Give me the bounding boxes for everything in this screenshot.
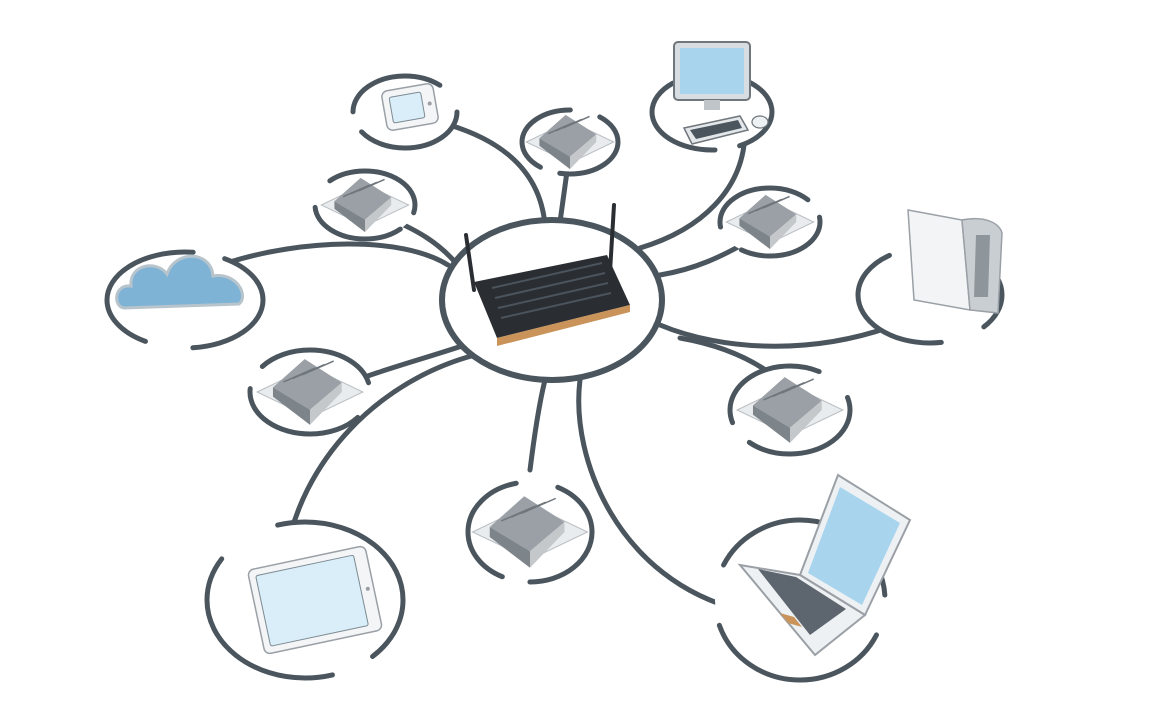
- link-cloud: [227, 241, 451, 268]
- printer-front: [739, 218, 770, 250]
- printer-front: [489, 527, 530, 568]
- printer-front: [334, 201, 365, 233]
- printer-top: [539, 114, 597, 157]
- antenna-right: [608, 203, 616, 274]
- router-icon: [464, 203, 630, 346]
- desktop-computer-icon: [673, 41, 769, 145]
- tablet-body: [381, 82, 439, 132]
- laptop-keyboard: [758, 569, 846, 635]
- pad-cloud-ring: [104, 249, 266, 351]
- printer-side: [365, 197, 392, 233]
- tablet-button: [427, 101, 432, 106]
- cloud-shape: [115, 254, 245, 310]
- printer-ridge: [358, 178, 385, 192]
- printer-icon: [735, 377, 845, 443]
- printer-side: [310, 382, 342, 425]
- printer-icon: [471, 496, 589, 568]
- router-vent: [497, 282, 609, 309]
- printer-icon: [320, 177, 410, 233]
- printer-top: [272, 359, 342, 410]
- printer-top: [489, 496, 565, 552]
- printer-front: [272, 387, 310, 425]
- tablet-icon: [247, 545, 383, 655]
- printer-ridge: [520, 497, 557, 515]
- pad-laptop-ring: [712, 517, 888, 683]
- laptop-trackpad: [780, 613, 802, 627]
- router-vent: [500, 292, 612, 319]
- printer-front: [539, 138, 570, 170]
- link-printer-bottom-center: [527, 377, 548, 473]
- router-vent: [491, 262, 603, 289]
- device-icons: [115, 41, 1003, 657]
- server-panel: [974, 235, 990, 297]
- printer-icon: [255, 359, 365, 425]
- monitor-stand: [704, 100, 720, 110]
- tablet-icon: [381, 82, 439, 132]
- laptop-icon: [737, 473, 912, 657]
- pad-tablet-bottom-left-ring: [204, 519, 406, 681]
- mouse: [751, 115, 769, 129]
- pad-printer-top-center-ring: [519, 107, 621, 177]
- link-laptop: [576, 377, 743, 613]
- printer-top: [334, 177, 392, 220]
- antenna-left: [464, 233, 476, 292]
- tablet-body: [247, 545, 383, 655]
- tablet-screen: [388, 91, 426, 124]
- printer-icon: [725, 194, 815, 250]
- printer-top: [739, 194, 797, 237]
- server-front: [907, 209, 971, 311]
- printer-top: [752, 377, 822, 428]
- cloud-icon: [115, 254, 245, 310]
- keyboard-keys: [690, 120, 742, 139]
- server-icon: [907, 209, 1003, 314]
- printer-ridge: [563, 115, 590, 129]
- printer-ridge: [781, 378, 814, 394]
- tablet-screen: [255, 554, 369, 647]
- link-desktop-computer: [637, 127, 748, 251]
- router-vent: [494, 272, 606, 299]
- pad-printer-upper-right-ring: [717, 185, 823, 259]
- pad-printer-upper-left-ring: [312, 168, 418, 242]
- printer-side: [790, 400, 822, 443]
- printer-side: [570, 134, 597, 170]
- printer-side: [770, 214, 797, 250]
- pad-printer-mid-right-ring: [727, 363, 853, 457]
- printer-side: [530, 522, 565, 568]
- laptop-screen: [808, 487, 900, 605]
- printer-ridge: [763, 195, 790, 209]
- printer-ridge: [301, 360, 334, 376]
- pad-printer-bottom-center-ring: [465, 479, 595, 585]
- pad-tablet-top-ring: [350, 73, 460, 151]
- monitor-screen: [680, 48, 744, 94]
- printer-icon: [525, 114, 615, 170]
- router-accent: [497, 305, 630, 346]
- pad-printer-mid-left-ring: [247, 347, 373, 437]
- printer-front: [752, 405, 790, 443]
- tablet-button: [365, 586, 370, 591]
